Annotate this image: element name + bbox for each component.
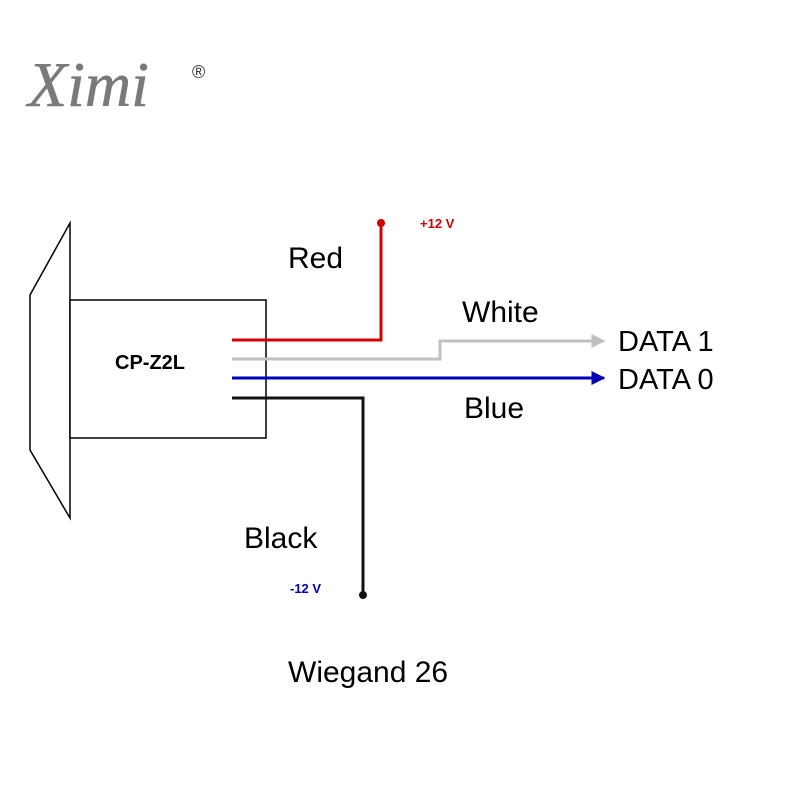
ximi-logo: Ximi ®: [25, 49, 206, 121]
black-wire-label: Black: [244, 522, 318, 555]
black-wire-line: [232, 396, 365, 594]
blue-wire-label: Blue: [464, 392, 524, 425]
reader-housing: [69, 299, 267, 439]
red-wire-line: [232, 224, 383, 342]
card-reader: CP-Z2L: [29, 220, 267, 521]
white-wire: White DATA 1: [232, 296, 714, 361]
blue-wire: Blue DATA 0: [232, 364, 714, 425]
white-wire-terminal-label: DATA 1: [618, 326, 714, 358]
red-wire: +12 V Red: [232, 216, 455, 342]
diagram-caption: Wiegand 26: [288, 656, 448, 689]
blue-wire-terminal-label: DATA 0: [618, 364, 714, 396]
registered-mark: ®: [192, 62, 205, 82]
logo-wordmark: Ximi: [25, 49, 149, 120]
device-model-label: CP-Z2L: [115, 352, 185, 374]
white-wire-line: [232, 334, 606, 361]
black-wire: -12 V Black: [232, 396, 367, 599]
black-wire-voltage-label: -12 V: [290, 581, 321, 596]
red-wire-terminal-dot: [377, 219, 385, 227]
black-wire-terminal-dot: [359, 591, 367, 599]
red-wire-voltage-label: +12 V: [420, 216, 455, 231]
white-wire-label: White: [462, 296, 539, 329]
red-wire-label: Red: [288, 242, 343, 275]
reader-face-plate: [29, 220, 71, 521]
